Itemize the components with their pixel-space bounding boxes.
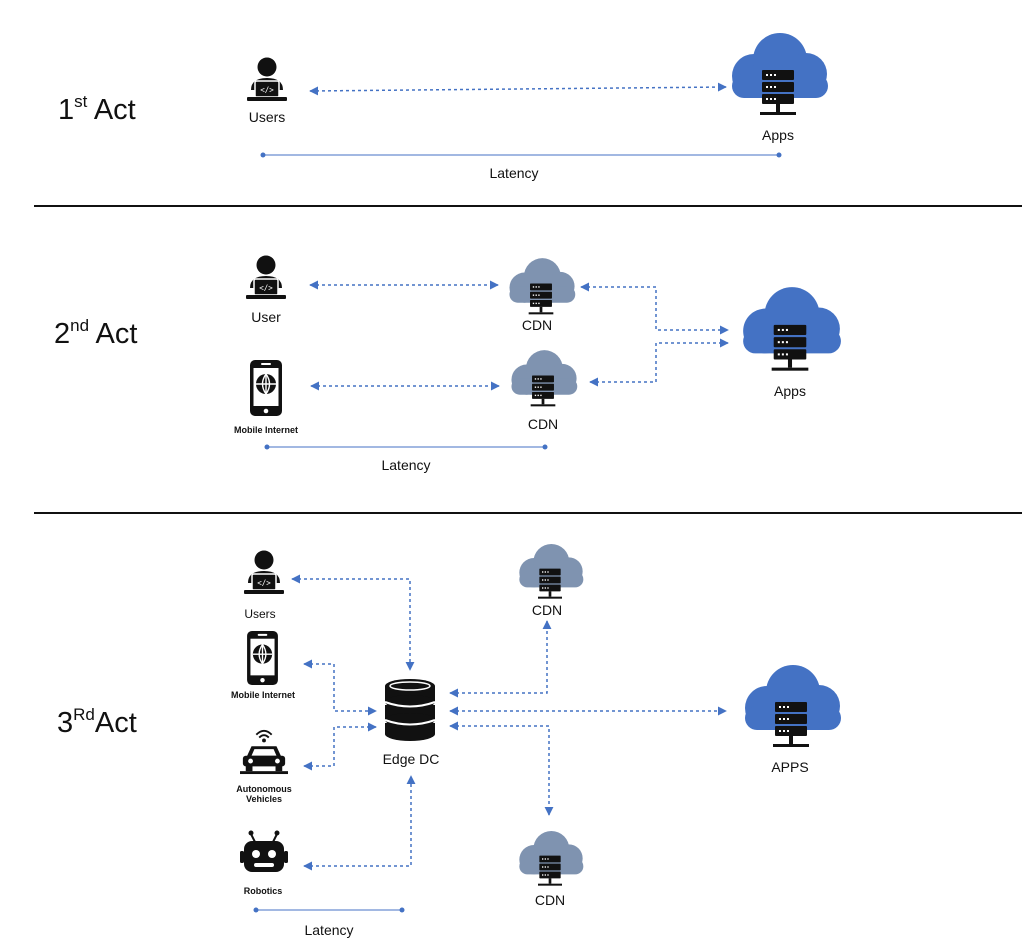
cdn-label: CDN: [531, 602, 563, 618]
user-laptop-icon: [246, 56, 288, 102]
edge-dc-label: Edge DC: [382, 751, 440, 767]
cloud-server-icon: [519, 544, 584, 599]
latency-start-dot: [264, 444, 270, 450]
act-2-number: 2: [54, 318, 71, 350]
user-laptop-icon: [245, 254, 287, 300]
latency-end-dot: [542, 444, 548, 450]
latency-label: Latency: [489, 165, 539, 181]
latency-label: Latency: [381, 457, 431, 473]
act-2-ordinal: nd: [70, 316, 90, 335]
latency-end-dot: [399, 907, 405, 913]
connection-edge-cdn-top: [449, 620, 552, 698]
autonomous-car-icon: [239, 729, 289, 775]
cdn-label: CDN: [521, 317, 553, 333]
act-3-ordinal: Rd: [73, 705, 95, 724]
connection-mobile-edge: [303, 659, 377, 716]
database-icon: [384, 678, 436, 742]
connection-users-apps: [309, 82, 727, 96]
cloud-server-icon: [509, 258, 576, 315]
latency-end-dot: [776, 152, 782, 158]
edge-connections: [291, 574, 727, 871]
users-label: Users: [248, 109, 286, 125]
act-3-number: 3: [57, 707, 74, 739]
act-1-number: 1: [58, 94, 75, 126]
mobile-globe-icon: [249, 359, 283, 417]
act-3-title: 3RdAct: [57, 706, 137, 739]
autonomous-vehicles-line-1: Autonomous: [236, 784, 292, 794]
act-1-word: Act: [87, 94, 136, 126]
cloud-server-icon: [511, 350, 578, 407]
apps-label: Apps: [762, 127, 794, 143]
users-label: Users: [244, 607, 276, 621]
autonomous-vehicles-line-2: Vehicles: [245, 794, 283, 805]
connection-users-edge: [291, 574, 415, 671]
connection-vehicles-edge: [303, 722, 377, 771]
act-1-title: 1st Act: [58, 93, 136, 126]
apps-label: Apps: [774, 383, 806, 399]
user-label: User: [251, 309, 281, 325]
act-3-word: Act: [94, 707, 137, 739]
user-laptop-icon: [243, 549, 285, 595]
act-1-ordinal: st: [74, 92, 88, 111]
latency-start-dot: [253, 907, 259, 913]
act-2-title: 2nd Act: [54, 317, 138, 350]
latency-label: Latency: [304, 922, 354, 938]
latency-start-dot: [260, 152, 266, 158]
cloud-server-icon: [745, 665, 841, 747]
cdn-label: CDN: [527, 416, 559, 432]
robot-icon: [239, 829, 289, 873]
cloud-server-icon: [743, 287, 841, 371]
apps-label: APPS: [771, 759, 809, 775]
connection-cdn-apps: [589, 338, 729, 387]
act-2-word: Act: [89, 318, 138, 350]
mobile-internet-label: Mobile Internet: [233, 425, 299, 435]
mobile-globe-icon: [246, 630, 279, 686]
robotics-label: Robotics: [243, 886, 283, 896]
cloud-server-icon: [519, 831, 584, 886]
cdn-label: CDN: [534, 892, 566, 908]
connection-cdn-apps: [580, 282, 729, 335]
connection-robotics-edge: [303, 775, 416, 871]
mobile-internet-label: Mobile Internet: [230, 690, 296, 700]
connection-edge-cdn-bottom: [449, 721, 554, 816]
cloud-server-icon: [732, 33, 828, 115]
